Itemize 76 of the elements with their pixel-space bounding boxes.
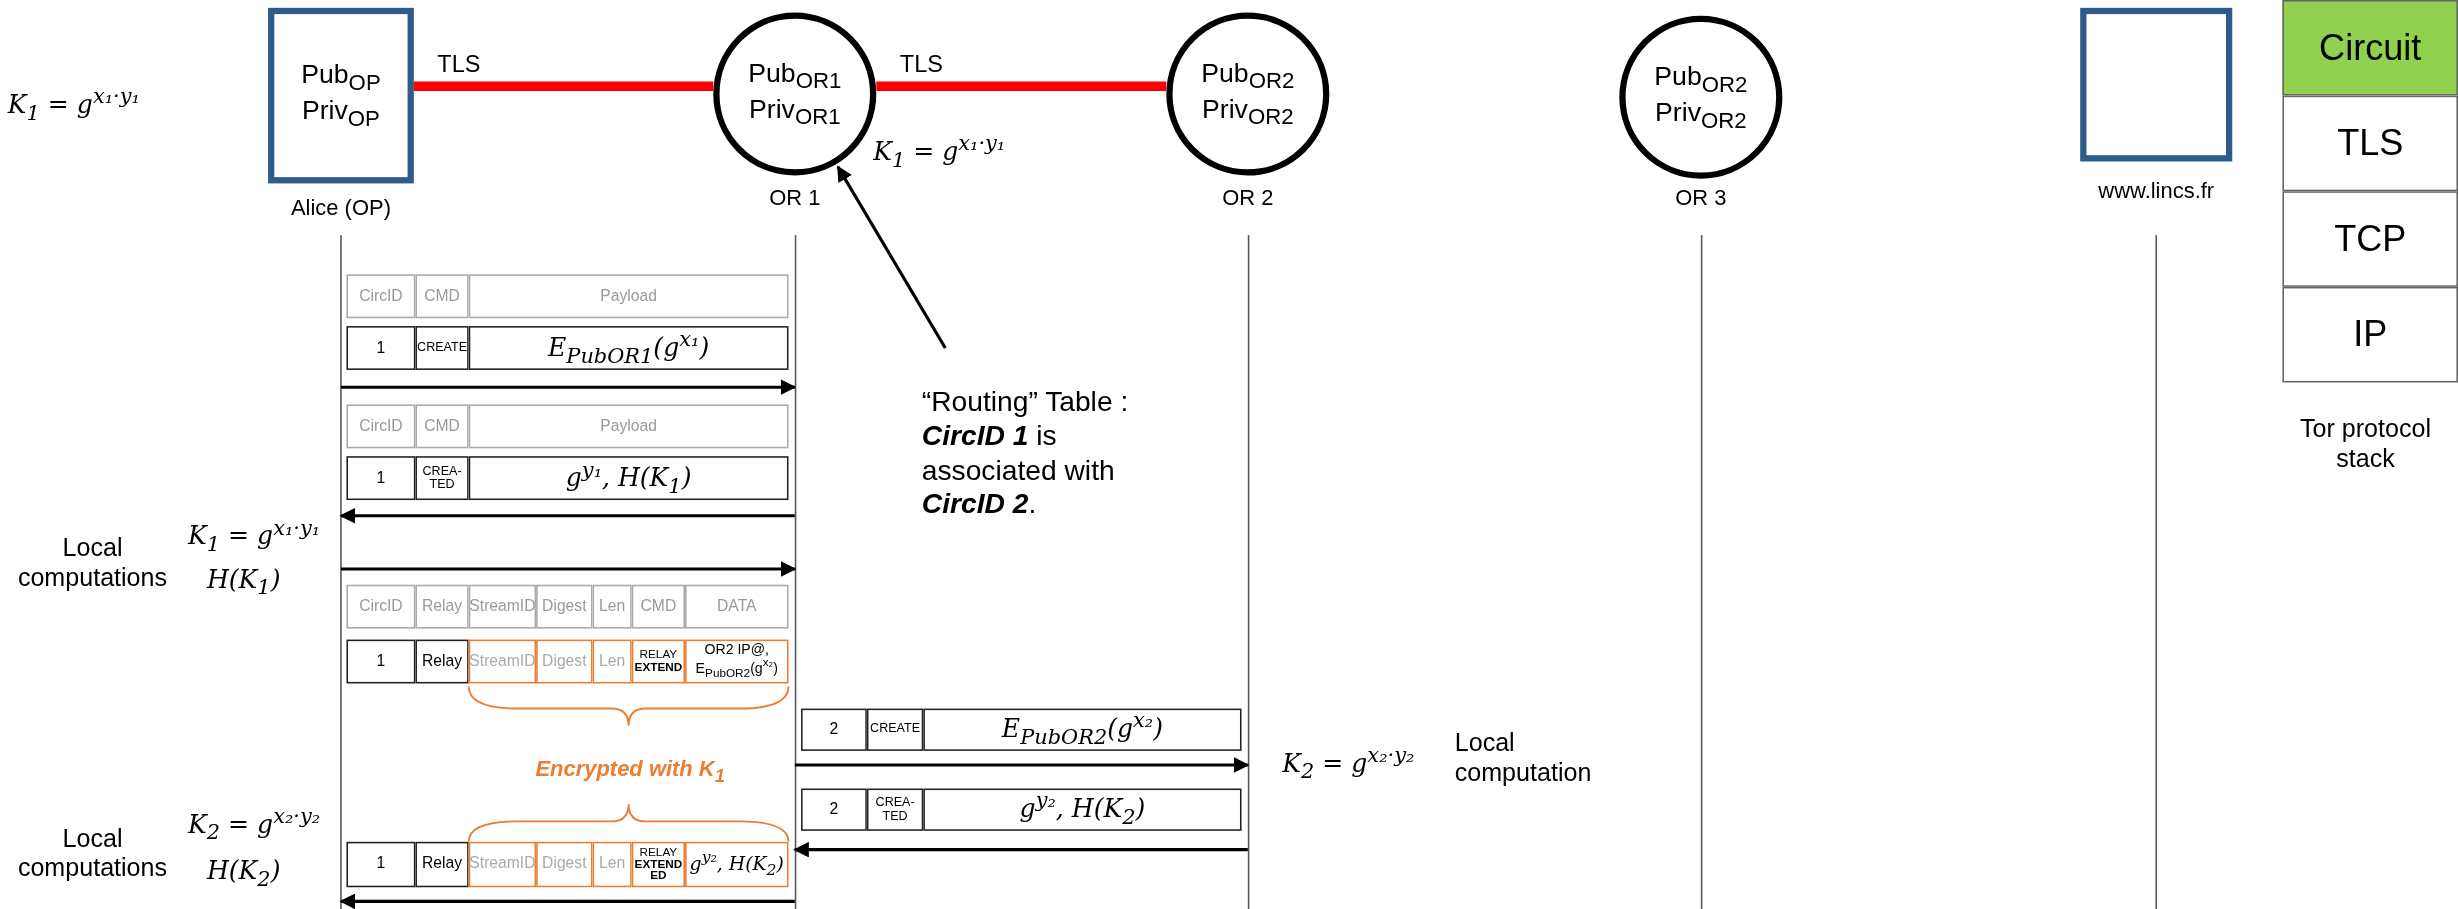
protocol-layer	[2282, 191, 2458, 287]
table-header-cell: CircID	[346, 584, 416, 629]
connection-line	[876, 81, 1167, 91]
table-header-cell: Payload	[468, 274, 789, 319]
table-cell: Len	[592, 841, 632, 888]
message-arrow	[794, 757, 1250, 773]
table-header-cell: Digest	[536, 584, 593, 629]
layer-name: Circuit	[2319, 26, 2422, 69]
connection-line	[413, 81, 714, 91]
table-cell: RELAY EXTEND	[631, 639, 686, 684]
table-header-cell: CMD	[415, 274, 469, 319]
node-caption: OR 3	[1675, 185, 1727, 211]
table-header-cell: CircID	[346, 404, 416, 449]
layer-name: IP	[2353, 313, 2388, 356]
formula: K$_{1}$ = g$^{x₁·y₁}$	[7, 83, 141, 127]
encryption-note: Encrypted with K$_{1}$	[534, 754, 726, 787]
message-arrow	[340, 379, 797, 396]
table-cell: g$^{y₂}$, H(K$_{2}$)	[923, 788, 1242, 831]
message-arrow	[339, 507, 795, 524]
table-cell: g$^{y₁}$, H(K$_{1}$)	[468, 456, 789, 501]
note-text: Local computation	[1454, 727, 1593, 788]
note-text: “Routing” Table : CircID 1 is associated with CircID 2.	[921, 386, 1130, 521]
table-cell: CREATE	[415, 326, 469, 370]
key-label: Pub$_{OR1}$ Priv$_{OR1}$	[747, 57, 843, 131]
table-cell: Relay	[415, 639, 469, 684]
table-header-cell: Payload	[468, 404, 789, 449]
table-cell: CREA- TED	[415, 456, 469, 501]
table-cell: Relay	[415, 841, 469, 888]
table-cell: 2	[801, 788, 867, 831]
message-arrow	[836, 165, 947, 349]
note-text: Tor protocol stack	[2299, 414, 2433, 474]
table-cell: E$_{PubOR2}$(g$^{x₂}$)	[923, 708, 1242, 751]
table-header-cell: CircID	[346, 274, 416, 319]
table-cell: RELAY EXTEND ED	[631, 841, 686, 888]
node-caption: OR 1	[769, 185, 821, 211]
table-cell: Digest	[536, 841, 593, 888]
layer-name: TLS	[2337, 121, 2404, 165]
node-caption: www.lincs.fr	[2098, 177, 2215, 203]
table-header-cell: CMD	[415, 404, 469, 449]
table-cell: CREATE	[866, 708, 924, 751]
table-cell: E$_{PubOR1}$(g$^{x₁}$)	[468, 326, 789, 370]
message-arrow	[340, 561, 797, 577]
table-header-cell: Relay	[415, 584, 469, 629]
key-label: Pub$_{OP}$ Priv$_{OP}$	[300, 58, 382, 133]
table-cell: g$^{y₂}$, H(K$_{2}$)	[685, 841, 789, 888]
formula: K$_{1}$ = g$^{x₁·y₁}$	[873, 130, 1007, 174]
table-cell: OR2 IP@, E$_{PubOR2}$(g$^{x₂}$)	[685, 639, 789, 684]
note-text: Local computations	[16, 533, 169, 593]
key-label: Pub$_{OR2}$ Priv$_{OR2}$	[1200, 57, 1296, 131]
table-cell: 1	[346, 841, 416, 888]
table-cell: Digest	[536, 639, 593, 684]
message-arrow	[339, 893, 795, 909]
formula: K$_{2}$ = g$^{x₂·y₂}$	[1282, 743, 1416, 784]
table-header-cell: Len	[592, 584, 632, 629]
key-label: Pub$_{OR2}$ Priv$_{OR2}$	[1653, 60, 1749, 134]
table-header-cell: StreamID	[468, 584, 537, 629]
formula: H(K$_{1}$)	[206, 564, 282, 601]
table-cell: 2	[801, 708, 867, 751]
table-cell: 1	[346, 639, 416, 684]
formula: K$_{2}$ = g$^{x₂·y₂}$	[188, 805, 322, 844]
table-cell: 1	[346, 326, 416, 370]
protocol-layer	[2282, 286, 2458, 383]
note-text: Local computations	[16, 823, 169, 883]
formula: K$_{1}$ = g$^{x₁·y₁}$	[188, 517, 322, 555]
protocol-layer	[2282, 95, 2458, 192]
protocol-layer	[2282, 0, 2458, 96]
table-header-cell: CMD	[631, 584, 686, 629]
table-header-cell: DATA	[685, 584, 789, 629]
layer-name: TCP	[2334, 217, 2407, 261]
node-caption: OR 2	[1222, 185, 1274, 211]
formula: H(K$_{2}$)	[206, 855, 282, 893]
node-caption: Alice (OP)	[290, 194, 391, 220]
message-arrow	[793, 841, 1248, 858]
table-cell: Len	[592, 639, 632, 684]
table-cell: CREA- TED	[866, 788, 924, 831]
table-cell: 1	[346, 456, 416, 501]
